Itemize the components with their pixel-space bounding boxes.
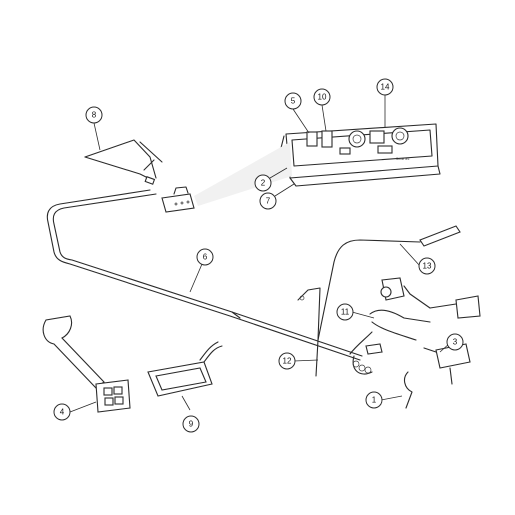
control-panel: SomeTec <box>279 123 441 187</box>
cable-12 <box>315 339 319 377</box>
connector-housing-9 <box>147 341 223 397</box>
switch-10 <box>321 130 333 148</box>
callout-3[interactable]: 3 <box>446 333 464 351</box>
callout-4-label: 4 <box>60 408 65 417</box>
switch-5 <box>306 131 318 147</box>
callout-8-circle <box>85 106 103 124</box>
callout-11[interactable]: 11 <box>336 303 354 321</box>
main-harness-6 <box>46 189 363 361</box>
callout-1[interactable]: 1 <box>365 391 383 409</box>
callout-10-label: 10 <box>318 93 327 102</box>
cable-13 <box>317 225 461 341</box>
callout-4[interactable]: 4 <box>53 403 71 421</box>
callout-3-label: 3 <box>453 338 458 347</box>
callout-8-label: 8 <box>92 111 97 120</box>
harness-connector-8 <box>161 186 195 213</box>
callout-6[interactable]: 6 <box>196 248 214 266</box>
callout-7[interactable]: 7 <box>259 192 277 210</box>
callout-1-label: 1 <box>372 396 377 405</box>
wire-harness-8 <box>84 139 163 185</box>
callout-9-label: 9 <box>189 420 194 429</box>
callout-2[interactable]: 2 <box>254 174 272 192</box>
display-window <box>369 130 385 144</box>
callout-7-label: 7 <box>266 197 271 206</box>
bracket-assembly <box>297 277 481 341</box>
callout-5-label: 5 <box>291 97 296 106</box>
callout-12[interactable]: 12 <box>278 352 296 370</box>
callout-2-label: 2 <box>261 179 266 188</box>
callout-14-label: 14 <box>381 83 390 92</box>
callout-5[interactable]: 5 <box>284 92 302 110</box>
callout-8[interactable]: 8 <box>85 106 103 124</box>
clip-1 <box>403 371 413 409</box>
knob-right <box>391 127 409 145</box>
callout-12-label: 12 <box>283 357 292 366</box>
knob-left <box>348 130 366 148</box>
callout-14[interactable]: 14 <box>376 78 394 96</box>
callout-13[interactable]: 13 <box>418 257 436 275</box>
callout-9[interactable]: 9 <box>182 415 200 433</box>
projection-cone <box>194 142 292 206</box>
panel-brand: SomeTec <box>396 157 410 161</box>
callout-13-label: 13 <box>423 262 432 271</box>
cable-boot-4 <box>42 315 131 413</box>
wire-assembly-11 <box>349 309 431 375</box>
callout-10[interactable]: 10 <box>313 88 331 106</box>
callout-11-label: 11 <box>341 308 350 317</box>
sensor-3 <box>423 343 471 385</box>
callout-6-label: 6 <box>203 253 208 262</box>
